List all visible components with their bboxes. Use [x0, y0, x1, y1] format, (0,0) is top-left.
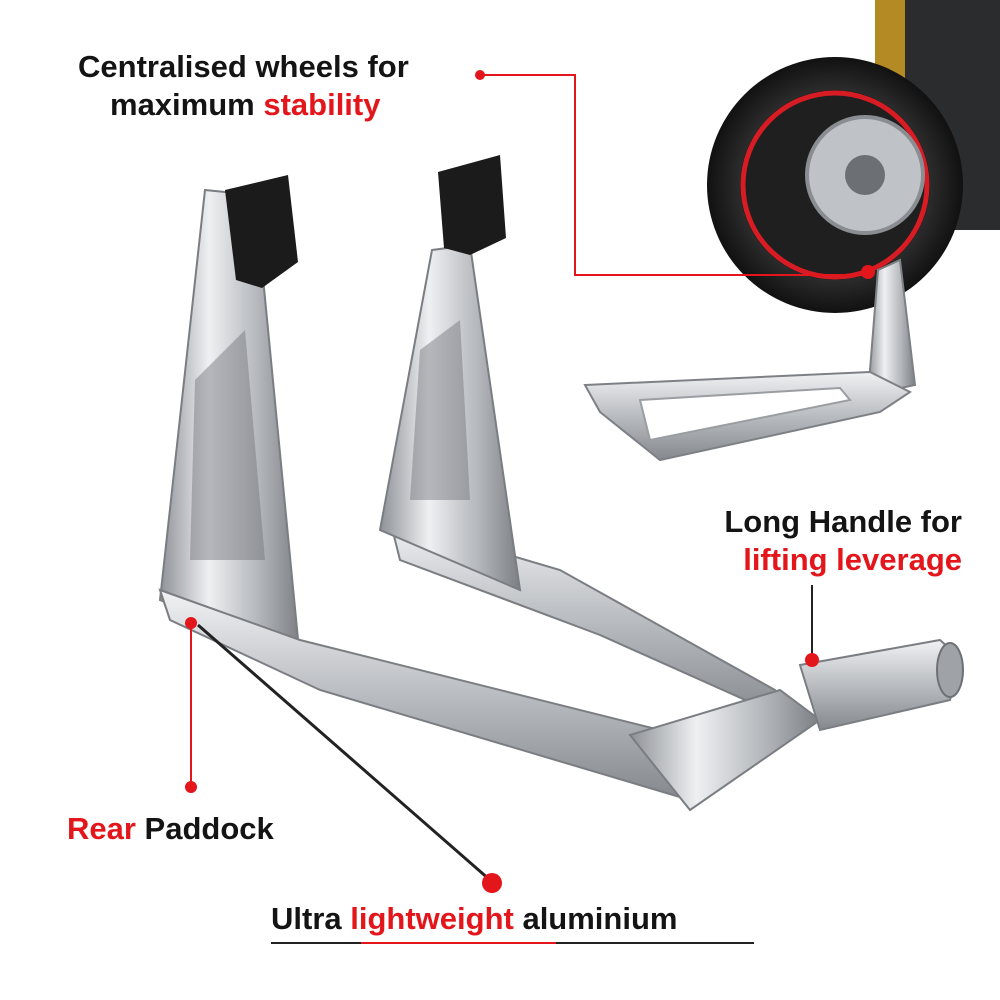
callout-handle-line1: Long Handle for: [724, 504, 962, 539]
back-rubber-pad: [438, 155, 506, 255]
leader-dot: [185, 781, 197, 793]
wheel-hub: [845, 155, 885, 195]
cross-bar: [628, 688, 822, 812]
callout-paddock-rest: Paddock: [135, 811, 274, 846]
motorcycle-inset: [583, 0, 1000, 462]
callout-stability-line1: Centralised wheels for: [78, 49, 409, 84]
callout-paddock: Rear Paddock: [67, 810, 274, 848]
callout-leaders: [185, 70, 875, 893]
rim-stripe: [740, 90, 930, 280]
small-stand-gap: [638, 386, 852, 442]
callout-stability-line2: maximum stability: [78, 86, 409, 124]
leader-aluminium: [197, 623, 491, 882]
back-upright-cutouts: [410, 320, 470, 500]
leader-dot: [475, 70, 485, 80]
callout-handle-highlight: lifting leverage: [743, 541, 962, 577]
callout-aluminium-prefix: Ultra: [271, 901, 351, 936]
front-rubber-pad: [225, 175, 298, 288]
callout-paddock-highlight: Rear: [67, 811, 136, 846]
front-upright-cutouts: [190, 330, 265, 560]
leader-dot: [482, 873, 502, 893]
callout-aluminium: Ultra lightweight aluminium: [271, 900, 677, 938]
leader-dot: [861, 265, 875, 279]
callout-stability-highlight: stability: [263, 86, 381, 122]
handle-end-cap: [936, 642, 964, 698]
callout-handle: Long Handle for lifting leverage: [724, 503, 962, 579]
small-stand-upright: [866, 258, 917, 397]
callout-aluminium-highlight: lightweight: [350, 901, 514, 936]
leader-stability: [480, 74, 868, 276]
leader-dot: [185, 617, 197, 629]
callout-stability-prefix: maximum: [110, 86, 264, 122]
handle-tube: [798, 638, 964, 732]
leader-dot: [805, 653, 819, 667]
lightweight-underline: [361, 942, 556, 944]
callout-stability: Centralised wheels for maximum stability: [78, 48, 409, 124]
paddock-stand: [158, 155, 964, 812]
callout-aluminium-suffix: aluminium: [513, 901, 678, 936]
